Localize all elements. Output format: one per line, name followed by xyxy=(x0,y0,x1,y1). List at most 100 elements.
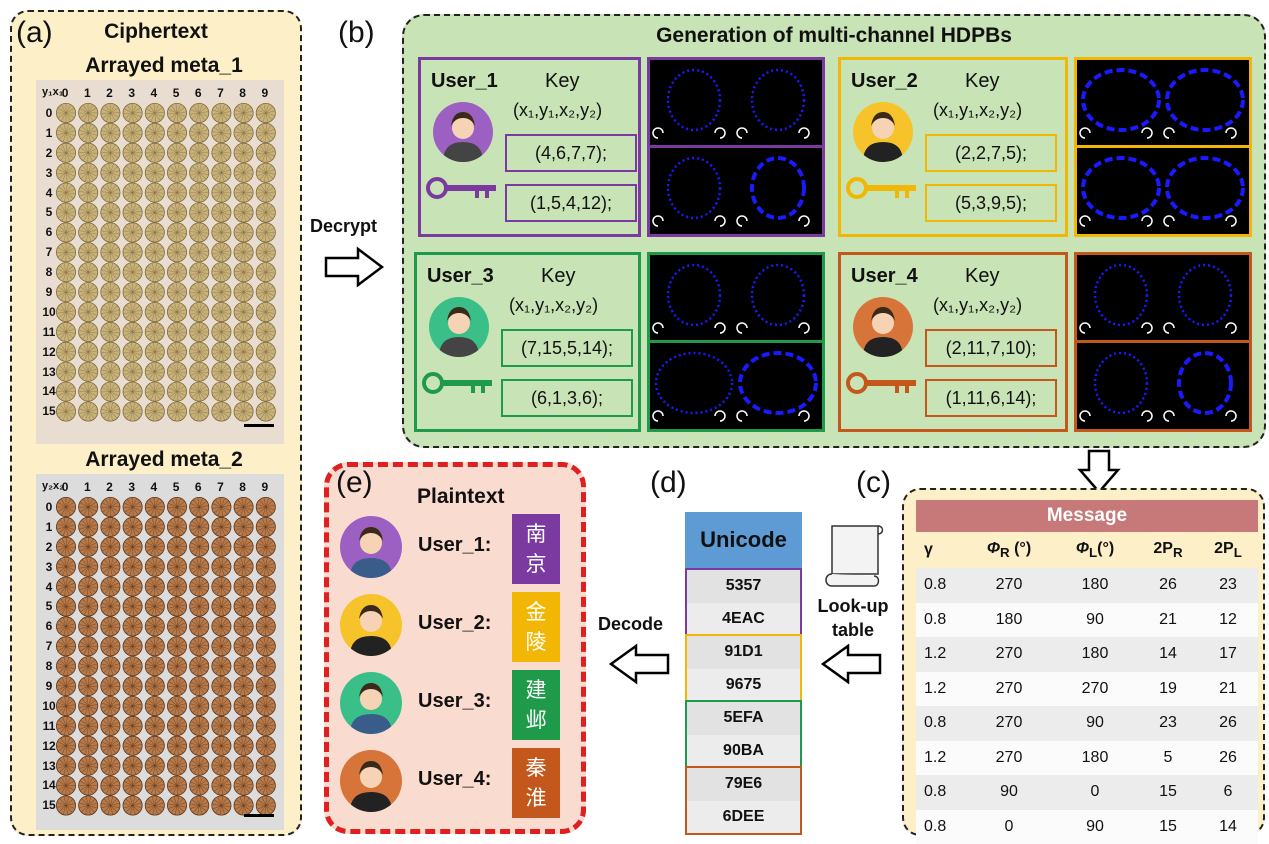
panel-letter-e: (e) xyxy=(336,466,373,500)
plaintext-char: 秦 xyxy=(512,753,560,783)
meta-element xyxy=(101,517,120,536)
row-label: 2 xyxy=(38,144,60,164)
meta1-title: Arrayed meta_1 xyxy=(20,54,308,78)
meta-element xyxy=(101,796,120,815)
meta-element xyxy=(190,402,209,421)
meta-element xyxy=(145,637,164,656)
meta-element xyxy=(79,143,98,162)
meta-element xyxy=(256,322,275,341)
key-value: (1,5,4,12); xyxy=(505,184,637,222)
message-cell: 270 xyxy=(966,706,1052,741)
column-label: 5 xyxy=(165,86,187,100)
meta-element xyxy=(123,203,142,222)
meta-element xyxy=(145,557,164,576)
message-cell: 19 xyxy=(1138,672,1198,707)
meta-element xyxy=(212,577,231,596)
column-label: 8 xyxy=(232,480,254,494)
meta-element xyxy=(123,517,142,536)
meta-element xyxy=(234,716,253,735)
meta-element xyxy=(190,223,209,242)
meta-element xyxy=(123,796,142,815)
meta-element xyxy=(190,736,209,755)
column-label: 1 xyxy=(76,86,98,100)
meta-element xyxy=(190,322,209,341)
meta-element xyxy=(234,223,253,242)
meta-element xyxy=(256,517,275,536)
meta-element xyxy=(190,696,209,715)
meta-element xyxy=(256,283,275,302)
beam-ring xyxy=(737,158,809,226)
meta-element xyxy=(145,322,164,341)
meta-element xyxy=(123,537,142,556)
meta-element xyxy=(145,716,164,735)
meta-element xyxy=(234,756,253,775)
meta-element xyxy=(234,183,253,202)
meta-element xyxy=(212,557,231,576)
row-label: 11 xyxy=(38,323,60,343)
meta-element xyxy=(190,143,209,162)
meta-element xyxy=(101,103,120,122)
message-cell: 0.8 xyxy=(916,603,966,638)
meta-element xyxy=(79,657,98,676)
meta-element xyxy=(101,617,120,636)
row-label: 3 xyxy=(38,164,60,184)
column-label: 3 xyxy=(121,86,143,100)
message-cell: 180 xyxy=(1052,568,1138,603)
meta-element xyxy=(256,203,275,222)
row-label: 12 xyxy=(38,343,60,363)
beam-ring xyxy=(1080,158,1159,226)
meta-element xyxy=(123,557,142,576)
row-label: 10 xyxy=(38,697,60,717)
meta-element xyxy=(145,223,164,242)
meta-element xyxy=(101,163,120,182)
meta-element xyxy=(212,696,231,715)
meta-element xyxy=(212,362,231,381)
meta-element xyxy=(234,696,253,715)
meta-element xyxy=(234,283,253,302)
message-cell: 0 xyxy=(1052,775,1138,810)
column-label: 6 xyxy=(187,480,209,494)
message-cell: 270 xyxy=(966,741,1052,776)
meta-element xyxy=(101,537,120,556)
meta-element xyxy=(234,143,253,162)
meta-element xyxy=(167,402,186,421)
meta-element xyxy=(145,183,164,202)
meta-element xyxy=(256,577,275,596)
meta2-array xyxy=(36,474,284,830)
user-name: User_4 xyxy=(851,265,918,288)
meta-element xyxy=(79,123,98,142)
meta-element xyxy=(190,537,209,556)
meta-element xyxy=(101,716,120,735)
panel-letter-d: (d) xyxy=(650,466,687,500)
meta-element xyxy=(190,677,209,696)
message-cell: 1.2 xyxy=(916,741,966,776)
meta-element xyxy=(101,657,120,676)
meta-element xyxy=(190,637,209,656)
meta-element xyxy=(256,637,275,656)
decode-arrow-icon xyxy=(606,642,672,686)
meta-element xyxy=(212,382,231,401)
meta-element xyxy=(212,796,231,815)
meta-element xyxy=(167,362,186,381)
message-cell: 90 xyxy=(1052,706,1138,741)
message-cell: 0.8 xyxy=(916,568,966,603)
meta1-scale-bar xyxy=(244,424,274,427)
meta-element xyxy=(234,203,253,222)
meta-element xyxy=(167,223,186,242)
message-cell: 21 xyxy=(1198,672,1258,707)
meta-element xyxy=(145,597,164,616)
message-cell: 0.8 xyxy=(916,775,966,810)
key-formula: (x₁,y₁,x₂,y₂) xyxy=(513,100,602,121)
meta-element xyxy=(212,776,231,795)
message-title: Message xyxy=(916,500,1258,532)
meta-element xyxy=(167,657,186,676)
message-cell: 14 xyxy=(1198,810,1258,844)
meta-element xyxy=(190,617,209,636)
message-cell: 270 xyxy=(966,672,1052,707)
column-label: 9 xyxy=(254,480,276,494)
meta-element xyxy=(234,497,253,516)
